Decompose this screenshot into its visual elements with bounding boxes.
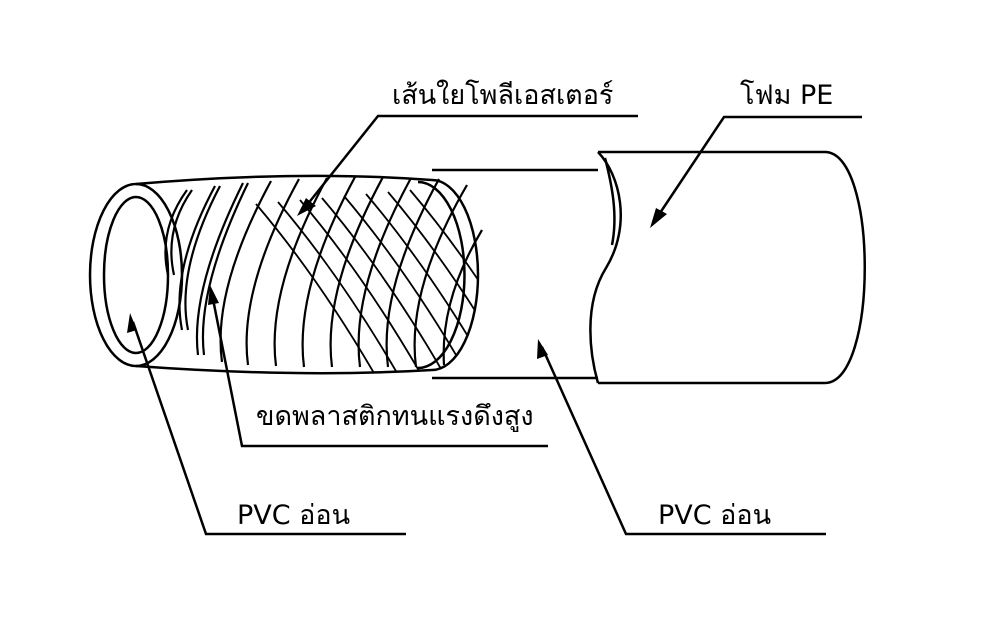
inner-pvc-tube: [88, 174, 480, 375]
leader-lines: [131, 114, 862, 536]
label-soft-pvc-inner: PVC อ่อน: [237, 500, 351, 531]
pe-foam-layer: [589, 150, 866, 385]
arrow-foam: [650, 208, 667, 228]
arrow-polyester: [297, 198, 316, 216]
polyester-braid: [255, 189, 478, 372]
leader-pvc-inner: [131, 321, 406, 536]
leader-polyester: [302, 114, 638, 211]
label-polyester-fiber: เส้นใยโพลีเอสเตอร์: [392, 80, 614, 111]
label-pe-foam: โฟม PE: [740, 80, 834, 111]
label-soft-pvc-outer: PVC อ่อน: [658, 500, 772, 531]
leader-pvc-outer: [540, 346, 826, 536]
tube-opening-inner: [102, 195, 170, 355]
label-rigid-plastic-spiral: ขดพลาสติกทนแรงดึงสูง: [256, 401, 534, 432]
arrow-heads: [127, 198, 667, 359]
rigid-plastic-spiral: [164, 176, 483, 368]
outer-pvc-layer: [432, 168, 598, 380]
arrow-pvc-outer: [537, 339, 548, 359]
arrow-pvc-inner: [127, 313, 137, 333]
tube-opening-outer: [88, 182, 184, 368]
leader-spiral: [210, 293, 548, 448]
leader-foam: [652, 115, 862, 223]
arrow-spiral: [208, 285, 219, 305]
